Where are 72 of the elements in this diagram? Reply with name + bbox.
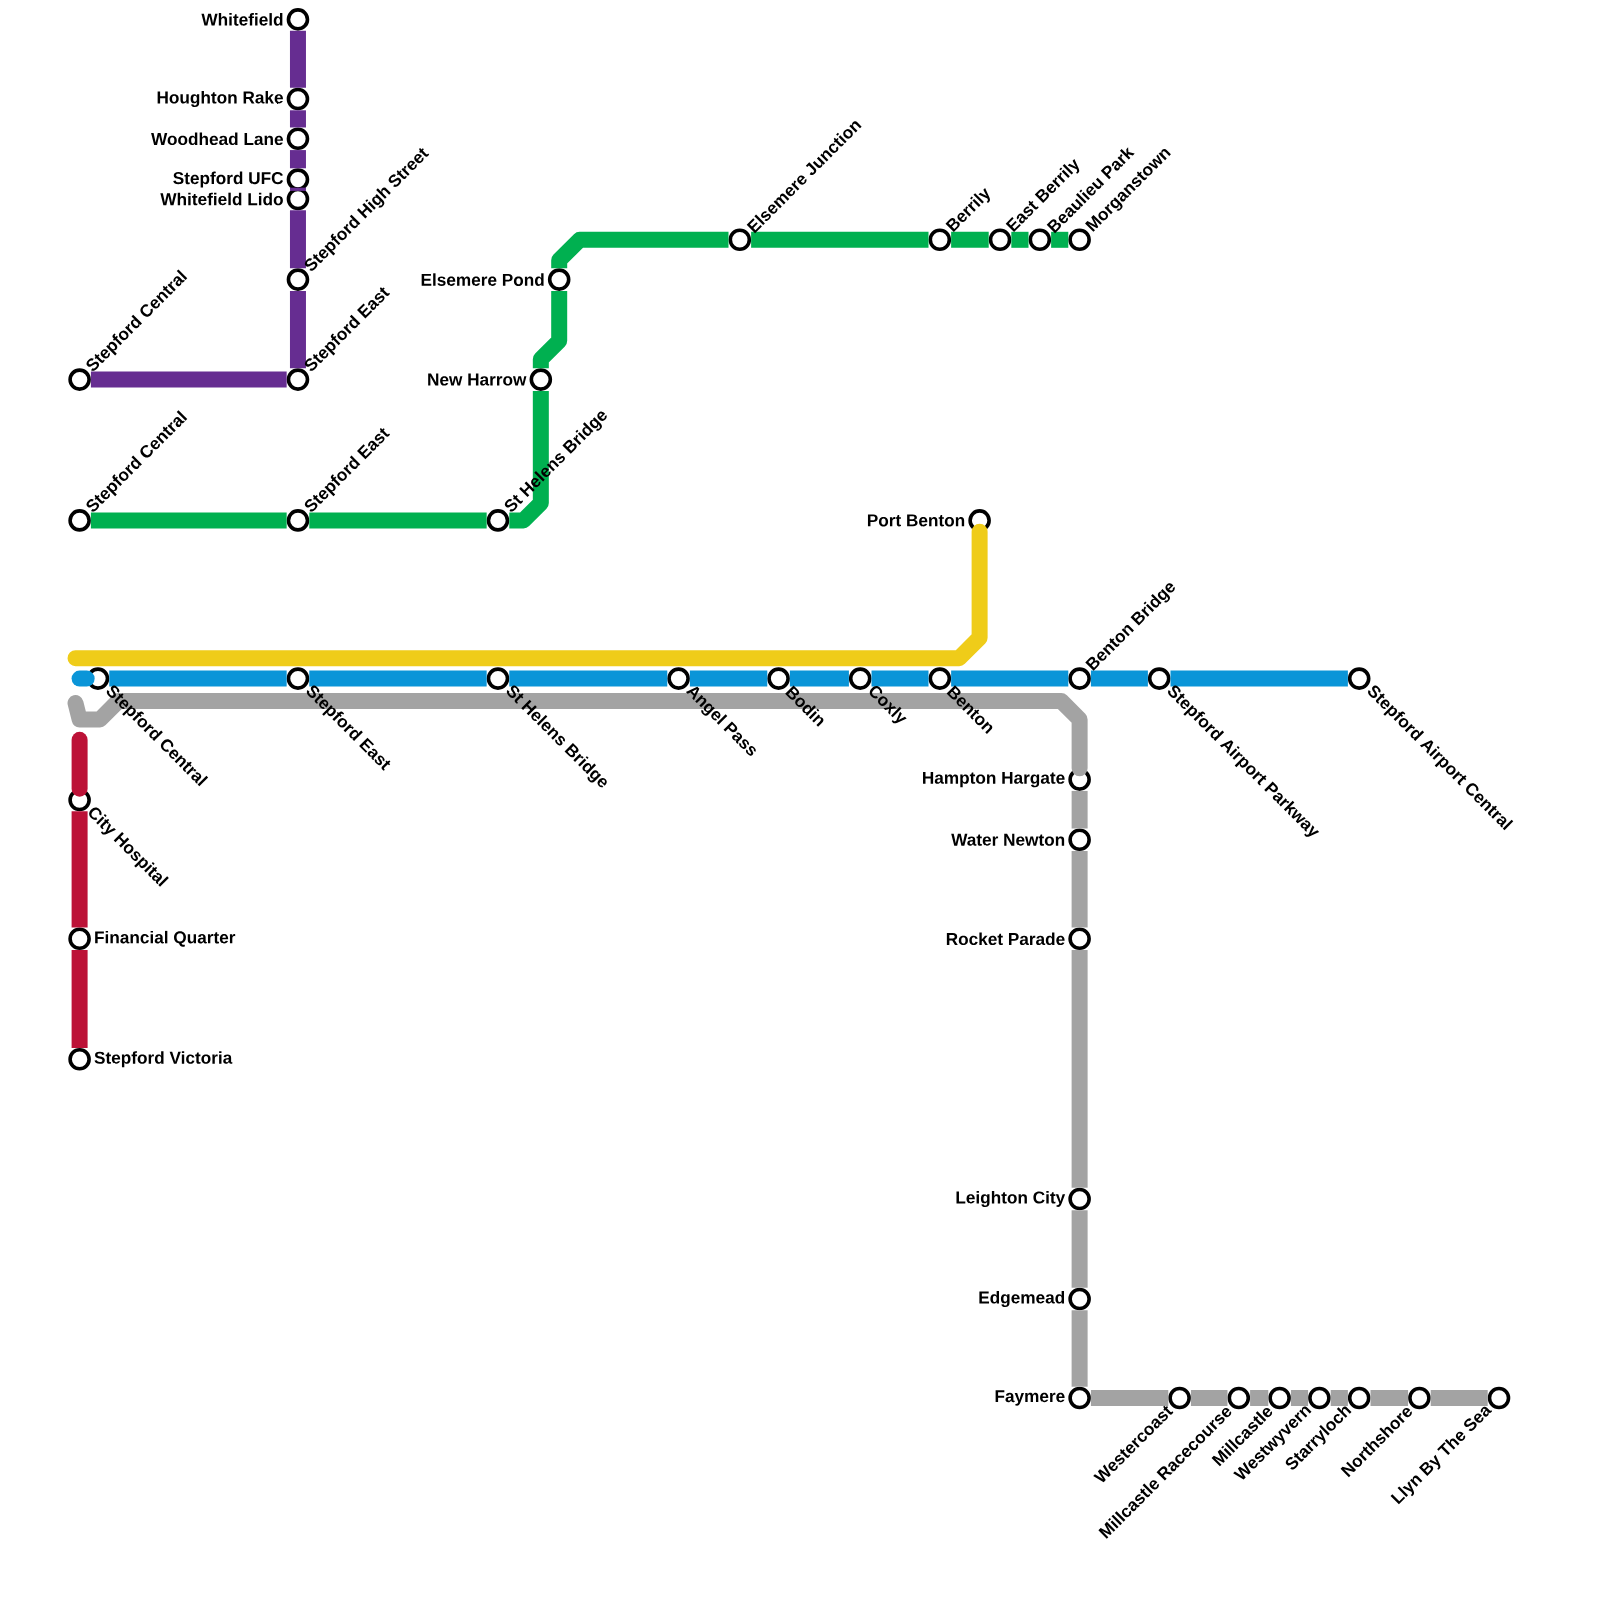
- line-segment: [1071, 950, 1088, 1188]
- line-segment: [309, 512, 487, 529]
- line-segment: [1071, 1210, 1088, 1288]
- line-segment: [1370, 1389, 1409, 1406]
- line-segment: [71, 950, 88, 1048]
- line-segment: [1330, 1389, 1348, 1406]
- line-segment: [551, 231, 729, 269]
- station-label: Stepford UFC: [173, 171, 284, 188]
- station-marker: [286, 87, 310, 111]
- station-marker: [547, 268, 571, 291]
- station-marker: [1408, 1386, 1431, 1410]
- line-segment: [789, 670, 849, 687]
- station-marker: [286, 8, 310, 31]
- line-segment: [289, 110, 306, 128]
- line-segment: [1011, 231, 1029, 248]
- line-segment: [1090, 670, 1148, 687]
- station-marker: [1068, 927, 1091, 951]
- line-segment: [1430, 1389, 1488, 1406]
- line-segment: [90, 371, 287, 388]
- station-marker: [286, 127, 310, 151]
- line-segment: [67, 693, 1088, 777]
- line-segment: [509, 670, 668, 687]
- station-label: Edgemead: [979, 1290, 1065, 1308]
- line-segment: [1051, 231, 1069, 248]
- line-segment: [90, 512, 287, 529]
- station-label: Stepford Victoria: [94, 1051, 233, 1068]
- station-marker: [1068, 1386, 1091, 1410]
- line-segment: [1071, 790, 1088, 829]
- line-segment: [951, 231, 989, 248]
- station-label: Houghton Rake: [157, 90, 283, 108]
- line-segment: [1250, 1389, 1269, 1406]
- line-segment: [751, 231, 929, 248]
- line-segment: [532, 290, 568, 369]
- line-segment: [509, 390, 549, 529]
- line-segment: [1071, 1310, 1088, 1387]
- station-label: Leighton City: [956, 1190, 1066, 1208]
- station-label: Whitefield: [201, 13, 283, 26]
- station-marker: [1068, 1187, 1091, 1211]
- station-label: Rocket Parade: [946, 932, 1065, 946]
- station-marker: [1068, 828, 1091, 852]
- station-label: Elsemere Pond: [421, 273, 544, 286]
- line-segment: [67, 523, 988, 667]
- station-label: Woodhead Lane: [151, 132, 283, 146]
- station-label: Financial Quarter: [95, 930, 236, 947]
- line-segment: [689, 670, 768, 687]
- line-segment: [71, 811, 88, 928]
- line-segment: [1090, 1389, 1169, 1406]
- line-segment: [1190, 1389, 1228, 1406]
- station-marker: [68, 1047, 91, 1071]
- line-segment: [289, 187, 306, 191]
- line-segment: [309, 670, 487, 687]
- line-segment: [951, 670, 1069, 687]
- line-segment: [289, 290, 306, 369]
- station-label: Whitefield Lido: [160, 192, 283, 206]
- line-segment: [871, 670, 929, 687]
- line-segment: [109, 670, 287, 687]
- line-segment: [289, 210, 306, 269]
- line-segment: [1290, 1389, 1309, 1406]
- station-label: Water Newton: [951, 833, 1065, 846]
- station-label: Port Benton: [867, 514, 965, 527]
- station-marker: [1068, 1287, 1091, 1311]
- line-segment: [1170, 670, 1348, 687]
- station-label: Hampton Hargate: [923, 771, 1065, 788]
- line-segment: [289, 150, 306, 169]
- station-label: New Harrow: [428, 373, 527, 386]
- line-segment: [71, 731, 88, 797]
- line-segment: [289, 30, 306, 88]
- station-marker: [68, 927, 91, 951]
- station-label: Faymere: [995, 1390, 1065, 1406]
- station-marker: [529, 368, 553, 391]
- line-segment: [1071, 851, 1088, 928]
- line-segment: [71, 670, 95, 687]
